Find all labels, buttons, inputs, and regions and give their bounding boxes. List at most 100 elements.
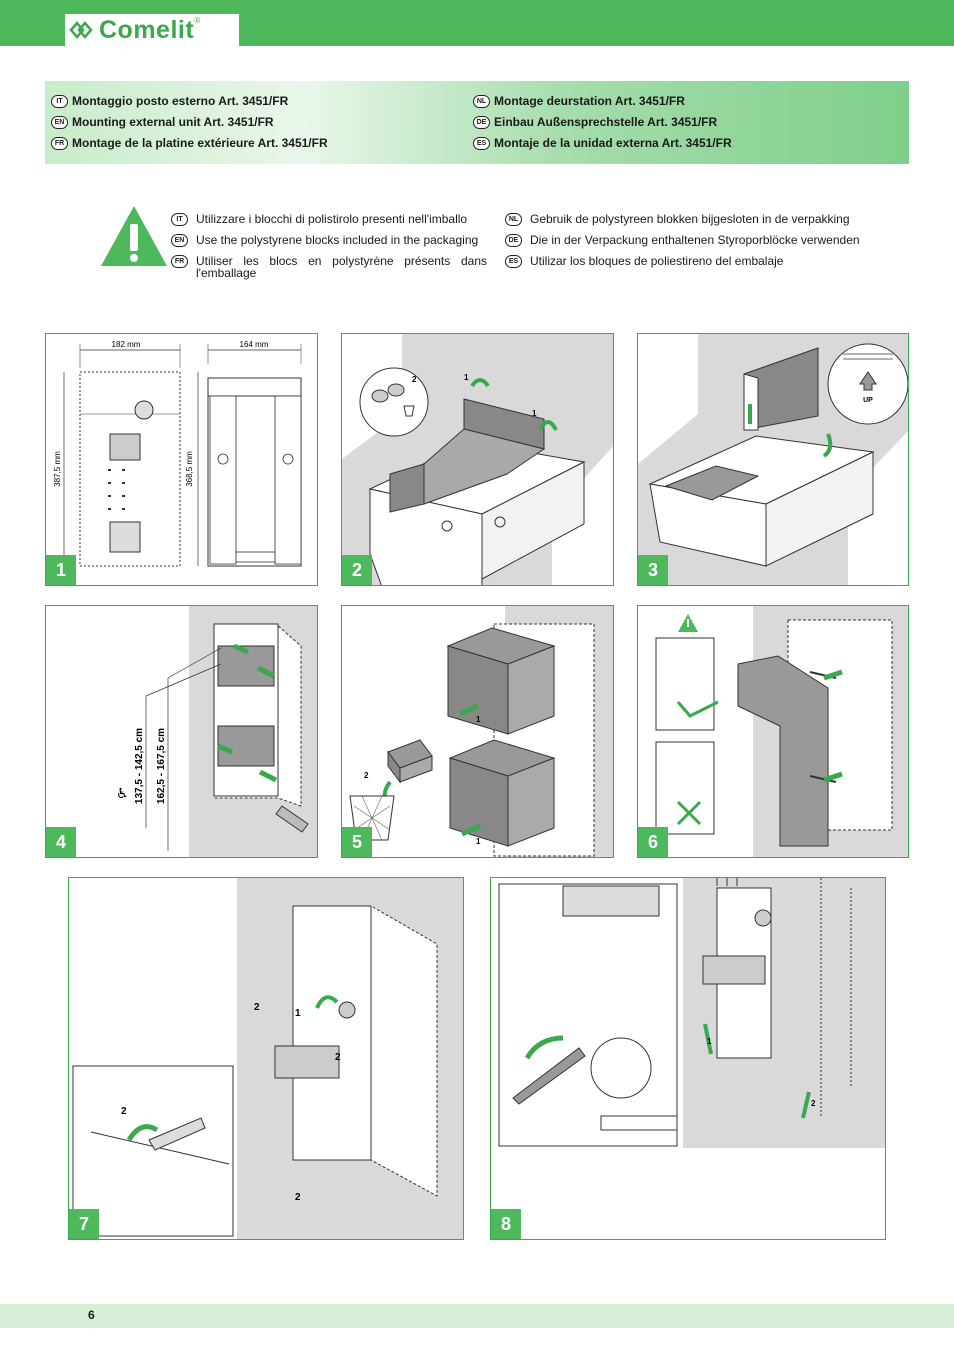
- lang-badge: EN: [51, 115, 68, 129]
- warning-es: ES Utilizar los bloques de poliestireno d…: [505, 255, 885, 268]
- callout-2: 2: [364, 771, 369, 780]
- step-4-panel: 137,5 - 142,5 cm 162,5 - 167,5 cm ♿ 4: [45, 605, 318, 858]
- step-3-diagram: UP: [638, 334, 908, 585]
- arrow-icon: [458, 703, 480, 717]
- step-5-panel: 1 1 2 5: [341, 605, 614, 858]
- arrow-icon: [217, 743, 233, 755]
- title-text: Mounting external unit Art. 3451/FR: [72, 115, 274, 129]
- title-de: DE Einbau Außensprechstelle Art. 3451/FR: [473, 115, 717, 129]
- step-number: 6: [638, 827, 668, 857]
- step-4-diagram: 137,5 - 142,5 cm 162,5 - 167,5 cm ♿: [116, 606, 317, 857]
- dim-width-2: 164 mm: [240, 340, 269, 349]
- warning-it: IT Utilizzare i blocchi di polistirolo pr…: [171, 213, 491, 226]
- callout-1b: 1: [476, 837, 481, 846]
- lang-badge: DE: [473, 115, 490, 129]
- height-range-2: 162,5 - 167,5 cm: [156, 728, 167, 804]
- title-text: Montaje de la unidad externa Art. 3451/F…: [494, 136, 732, 150]
- title-text: Montage de la platine extérieure Art. 34…: [72, 136, 328, 150]
- step-6-panel: 6: [637, 605, 909, 858]
- comelit-logo-icon: [69, 21, 93, 39]
- step-number: 3: [638, 555, 668, 585]
- callout-2a: 2: [254, 1002, 260, 1013]
- lang-badge: FR: [51, 136, 68, 150]
- title-fr: FR Montage de la platine extérieure Art. …: [51, 136, 328, 150]
- warning-text: Utilizzare i blocchi di polistirolo pres…: [196, 212, 468, 226]
- arrow-icon: [524, 1035, 564, 1060]
- arrow-icon: [460, 823, 482, 837]
- lang-badge: ES: [473, 136, 490, 150]
- step-8-panel: 1 2 8: [490, 877, 886, 1240]
- arrow-icon: [258, 769, 278, 783]
- step-number: 7: [69, 1209, 99, 1239]
- step-2-panel: 1 1 2 2: [341, 333, 614, 586]
- step-7-panel: 1 2 2 2 2 7: [68, 877, 464, 1240]
- callout-2: 2: [811, 1099, 816, 1108]
- step-1-panel: 182 mm 164 mm 387,5 mm 368,5 mm 1: [45, 333, 318, 586]
- callout-1: 1: [464, 373, 469, 382]
- step-8-diagram: 1 2: [498, 878, 885, 1148]
- up-label: UP: [863, 397, 873, 404]
- warning-text: Gebruik de polystyreen blokken bijgeslot…: [530, 212, 850, 226]
- step-2-diagram: 1 1 2: [342, 334, 613, 585]
- lang-badge: DE: [505, 234, 522, 247]
- callout-2b: 2: [335, 1052, 341, 1063]
- arrow-icon: [470, 378, 490, 388]
- step-number: 8: [491, 1209, 521, 1239]
- arrow-icon: [823, 771, 843, 783]
- arrow-icon: [256, 665, 276, 679]
- title-es: ES Montaje de la unidad externa Art. 3451…: [473, 136, 732, 150]
- footer-bar: [0, 1304, 954, 1328]
- lang-badge: NL: [505, 213, 522, 226]
- warning-en: EN Use the polystyrene blocks included in…: [171, 234, 491, 247]
- title-text: Montage deurstation Art. 3451/FR: [494, 94, 685, 108]
- step-6-diagram: [655, 606, 908, 857]
- title-text: Einbau Außensprechstelle Art. 3451/FR: [494, 115, 718, 129]
- arrow-icon: [823, 669, 843, 681]
- callout-2d: 2: [121, 1106, 127, 1117]
- dim-height-1: 387,5 mm: [53, 451, 62, 487]
- page-number: 6: [88, 1308, 95, 1322]
- wing-nut-icon: [512, 1047, 586, 1105]
- step-5-diagram: 1 1 2: [349, 606, 613, 857]
- dim-height-2: 368,5 mm: [185, 451, 194, 487]
- warning-text: Use the polystyrene blocks included in t…: [196, 233, 479, 247]
- step-number: 5: [342, 827, 372, 857]
- step-number: 1: [46, 555, 76, 585]
- lang-badge: NL: [473, 94, 490, 108]
- trowel-icon: [275, 805, 309, 833]
- arrow-icon: [822, 433, 833, 458]
- warning-nl: NL Gebruik de polystyreen blokken bijgesl…: [505, 213, 885, 226]
- step-1-diagram: 182 mm 164 mm 387,5 mm 368,5 mm: [53, 340, 302, 567]
- brand-reg: ®: [194, 16, 201, 25]
- warning-icon: [101, 206, 167, 266]
- callout-1: 1: [476, 715, 481, 724]
- arrow-icon: [538, 420, 558, 431]
- title-nl: NL Montage deurstation Art. 3451/FR: [473, 94, 685, 108]
- warning-text: Utilizar los bloques de poliestireno del…: [530, 254, 784, 268]
- lang-badge: ES: [505, 255, 522, 268]
- lang-badge: IT: [51, 94, 68, 108]
- callout-1: 1: [295, 1008, 301, 1019]
- cross-icon: [676, 800, 702, 826]
- lang-badge: FR: [171, 255, 188, 268]
- brand-name: Comelit: [99, 15, 195, 44]
- callout-1b: 1: [532, 409, 537, 418]
- arrow-icon: [126, 1124, 159, 1142]
- step-7-diagram: 1 2 2 2 2: [72, 878, 463, 1239]
- callout-2c: 2: [295, 1192, 301, 1203]
- title-en: EN Mounting external unit Art. 3451/FR: [51, 115, 274, 129]
- arrow-icon: [703, 1023, 713, 1055]
- step-number: 4: [46, 827, 76, 857]
- height-range-1: 137,5 - 142,5 cm: [134, 728, 145, 804]
- check-icon: [676, 700, 719, 718]
- lang-badge: EN: [171, 234, 188, 247]
- arrow-icon: [315, 995, 339, 1009]
- arrow-icon: [801, 1091, 811, 1119]
- dim-width-1: 182 mm: [112, 340, 141, 349]
- comelit-logo: Comelit ®: [65, 14, 239, 46]
- lang-badge: IT: [171, 213, 188, 226]
- step-3-panel: UP 3: [637, 333, 909, 586]
